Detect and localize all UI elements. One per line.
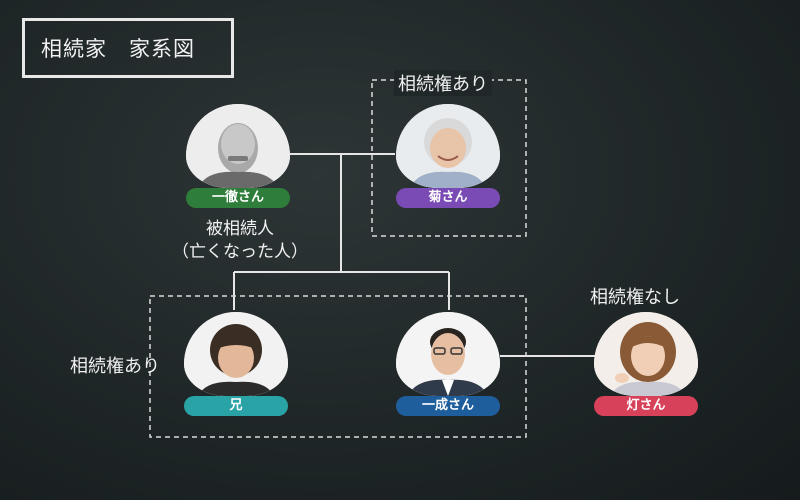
diagram-title: 相続家 家系図 [22,18,234,78]
elderly-woman-photo-icon [396,104,500,188]
businessman-photo-icon [396,312,500,396]
name-tag-mother: 菊さん [396,188,500,208]
name-tag-brother: 兄 [184,396,288,416]
young-man-photo-icon [184,312,288,396]
heir-label-children: 相続権あり [70,356,160,377]
elderly-man-photo-icon [186,104,290,188]
no-right-label: 相続権なし [590,287,680,308]
deceased-note: 被相続人 （亡くなった人） [150,218,330,264]
name-tag-self: 一成さん [396,396,500,416]
name-tag-wife: 灯さん [594,396,698,416]
heir-box-children [149,295,527,438]
young-woman-photo-icon [594,312,698,396]
deceased-note-line2: （亡くなった人） [172,242,308,262]
name-tag-father: 一徹さん [186,188,290,208]
heir-label-mother: 相続権あり [394,70,492,96]
deceased-note-line1: 被相続人 [206,219,274,239]
